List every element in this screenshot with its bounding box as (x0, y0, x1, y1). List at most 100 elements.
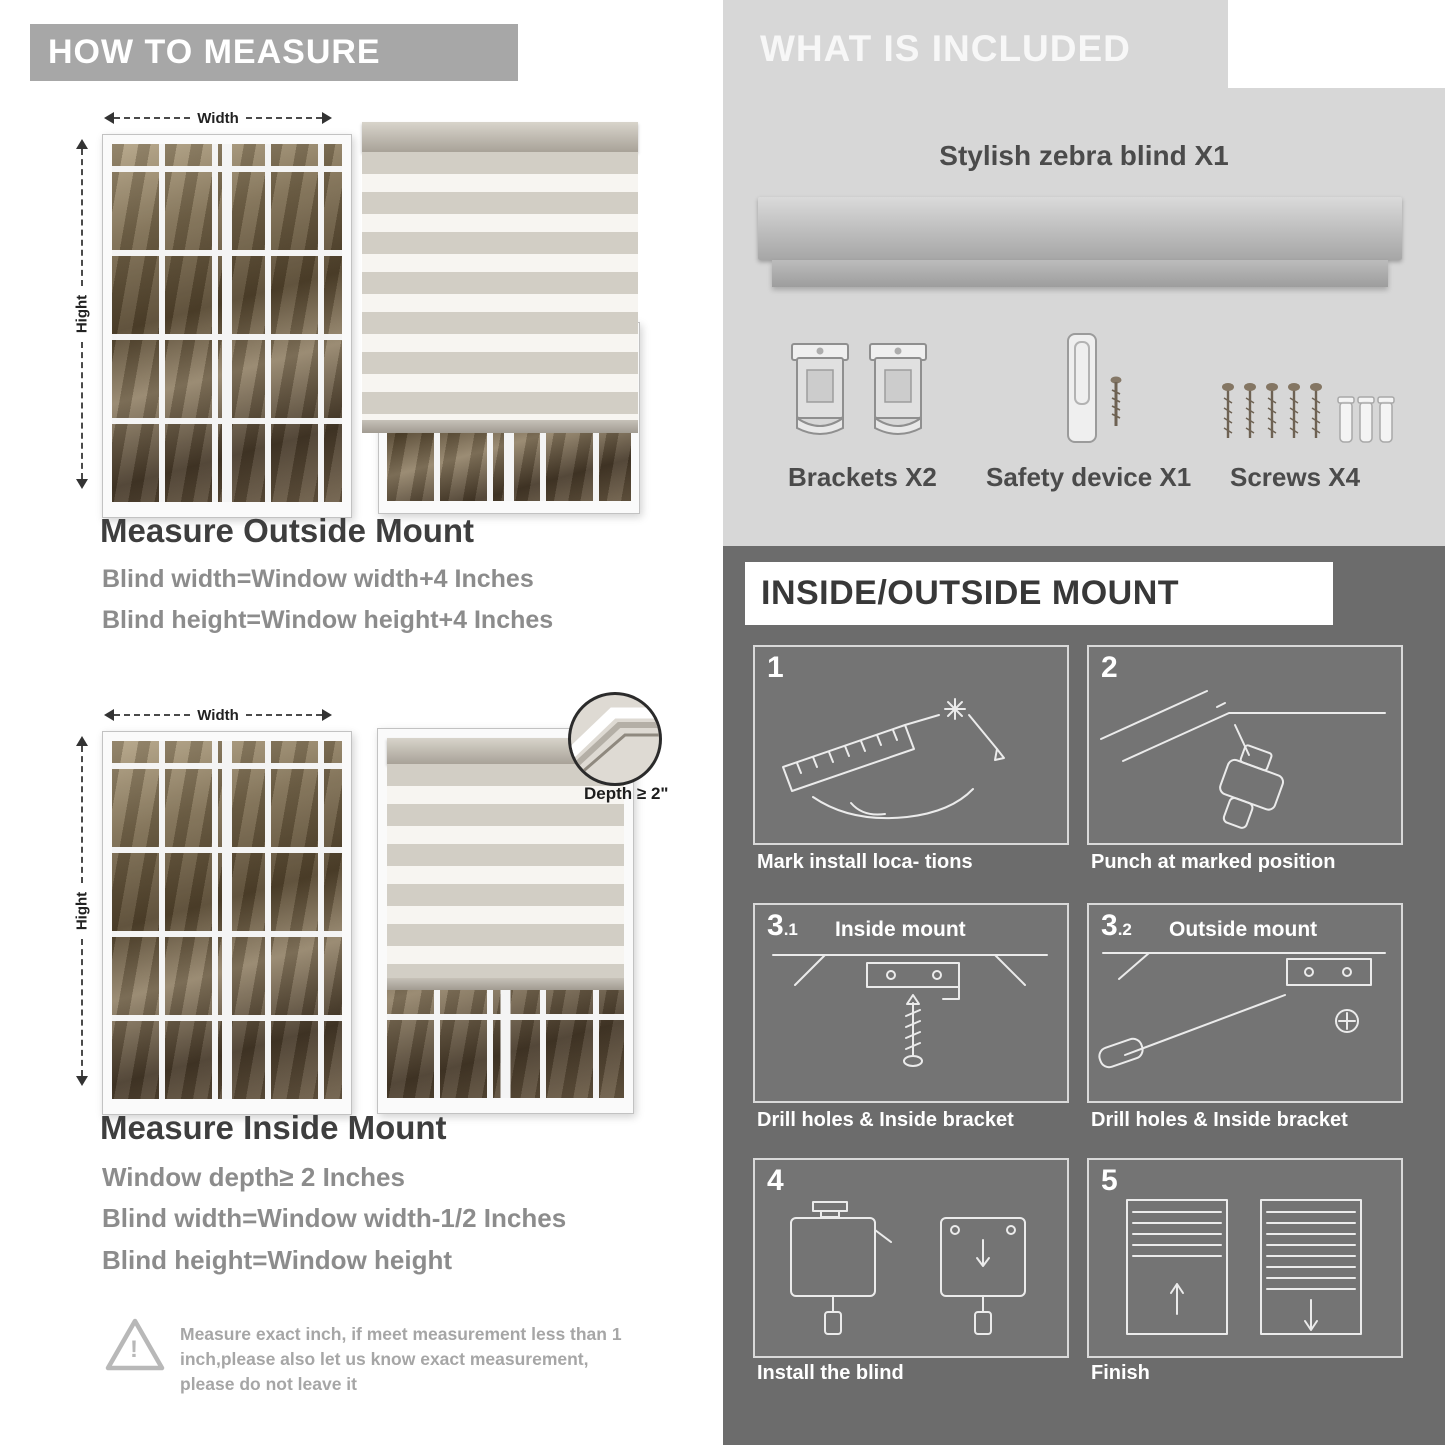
step-number: 1 (767, 652, 784, 684)
arrow-down-icon (76, 479, 88, 489)
dashed-line (245, 117, 323, 119)
blind-stripes (362, 152, 638, 420)
arrow-up-icon (76, 139, 88, 149)
step-title: Inside mount (835, 918, 966, 941)
bracket-icon (788, 340, 852, 445)
arrow-right-icon (322, 709, 333, 721)
screws-label: Screws X4 (1230, 462, 1361, 492)
mount-header: INSIDE/OUTSIDE MOUNT (761, 574, 1180, 612)
window-illustration-inside (102, 731, 352, 1115)
width-label-outside: Width (197, 109, 239, 127)
step-number-text: 3 (767, 909, 784, 942)
step-number: 3.1 (767, 910, 798, 946)
step-number: 5 (1101, 1165, 1118, 1197)
step-box-4: 4 (753, 1158, 1069, 1358)
step-caption-3-1: Drill holes & Inside bracket (757, 1109, 1014, 1131)
window-panes (112, 144, 342, 502)
height-label-wrap: Hight (73, 883, 91, 939)
outside-mount-line-2: Blind height=Window height+4 Inches (102, 606, 554, 634)
blind-included-label: Stylish zebra blind X1 (939, 140, 1229, 171)
inside-mount-line-2: Blind width=Window width-1/2 Inches (102, 1203, 567, 1233)
warning-triangle-icon: ! (104, 1316, 166, 1374)
width-label-inside: Width (197, 706, 239, 724)
step-number: 4 (767, 1165, 784, 1197)
exclamation-mark: ! (130, 1336, 138, 1363)
triangle-outline (105, 1318, 165, 1371)
width-measure-arrow-outside: Width (104, 109, 333, 127)
screws-icon (1218, 378, 1404, 455)
outside-mount-title: Measure Outside Mount (100, 512, 475, 549)
warning-text: Measure exact inch, if meet measurement … (180, 1324, 622, 1394)
step-box-3-1: 3.1 Inside mount (753, 903, 1069, 1103)
blind-headrail (362, 122, 638, 152)
safety-device-icon (1052, 330, 1136, 453)
drill-illustration (1100, 690, 1386, 829)
step-caption-2: Punch at marked position (1091, 851, 1336, 873)
step-number: 2 (1101, 652, 1118, 684)
height-measure-arrow-outside: Hight (73, 139, 91, 489)
arrow-up-icon (76, 736, 88, 746)
blind-headrail-fascia (772, 260, 1388, 287)
arrow-down-icon (76, 1076, 88, 1086)
step-box-1: 1 (753, 645, 1069, 845)
step-title: Outside mount (1169, 918, 1318, 941)
blind-illustration-outside (362, 122, 640, 514)
how-to-measure-banner: HOW TO MEASURE (30, 24, 518, 81)
outside-bracket-illustration (1098, 952, 1386, 1069)
inside-mount-line-3: Blind height=Window height (102, 1245, 452, 1275)
arrow-left-icon (104, 709, 114, 721)
zebra-blind (362, 122, 638, 433)
bracket-icon (866, 340, 930, 445)
how-to-measure-title: HOW TO MEASURE (48, 33, 381, 71)
outside-mount-line-1: Blind width=Window width+4 Inches (102, 565, 534, 593)
brackets-label: Brackets X2 (788, 462, 937, 492)
step-box-3-2: 3.2 Outside mount (1087, 903, 1403, 1103)
step-box-2: 2 (1087, 645, 1403, 845)
inside-mount-title: Measure Inside Mount (100, 1109, 447, 1146)
step-subnumber: .2 (1117, 920, 1132, 939)
step-box-5: 5 (1087, 1158, 1403, 1358)
inside-bracket-illustration (772, 954, 1048, 1067)
step-number-text: 3 (1101, 909, 1118, 942)
dashed-line (81, 939, 83, 1076)
dashed-line (81, 342, 83, 479)
step-number-text: 1 (767, 651, 784, 684)
arrow-right-icon (322, 112, 333, 124)
safety-device-label: Safety device X1 (986, 462, 1192, 492)
mount-banner: INSIDE/OUTSIDE MOUNT (745, 562, 1333, 625)
mark-locations-illustration (782, 698, 1005, 820)
finish-illustration (1126, 1199, 1362, 1335)
arrow-left-icon (104, 112, 114, 124)
step-number-text: 2 (1101, 651, 1118, 684)
blind-headrail-illustration (758, 197, 1402, 260)
step-number: 3.2 (1101, 910, 1132, 946)
depth-label: Depth ≥ 2" (584, 784, 669, 803)
inside-mount-line-1: Window depth≥ 2 Inches (102, 1162, 405, 1192)
blind-bottom-rail (387, 978, 624, 990)
step-subnumber: .1 (783, 920, 798, 939)
height-label-outside: Hight (73, 294, 91, 334)
blind-stripes (387, 764, 624, 978)
install-blind-illustration (790, 1201, 1026, 1335)
window-corner-zoom-icon (571, 707, 659, 783)
step-number-text: 5 (1101, 1164, 1118, 1197)
depth-annotation-circle (568, 692, 662, 786)
blind-illustration-inside (377, 728, 634, 1114)
step-caption-4: Install the blind (757, 1362, 904, 1384)
panel-corner-notch (1228, 0, 1445, 88)
blind-bottom-rail (362, 420, 638, 433)
dashed-line (114, 117, 191, 119)
step-number-text: 4 (767, 1164, 784, 1197)
height-label-inside: Hight (73, 891, 91, 931)
step-caption-5: Finish (1091, 1362, 1150, 1384)
height-label-wrap: Hight (73, 286, 91, 342)
step-caption-1: Mark install loca- tions (757, 851, 973, 873)
window-illustration-outside (102, 134, 352, 518)
dashed-line (245, 714, 323, 716)
width-measure-arrow-inside: Width (104, 706, 333, 724)
dashed-line (81, 746, 83, 883)
window-panes (112, 741, 342, 1099)
dashed-line (81, 149, 83, 286)
dashed-line (114, 714, 191, 716)
height-measure-arrow-inside: Hight (73, 736, 91, 1086)
